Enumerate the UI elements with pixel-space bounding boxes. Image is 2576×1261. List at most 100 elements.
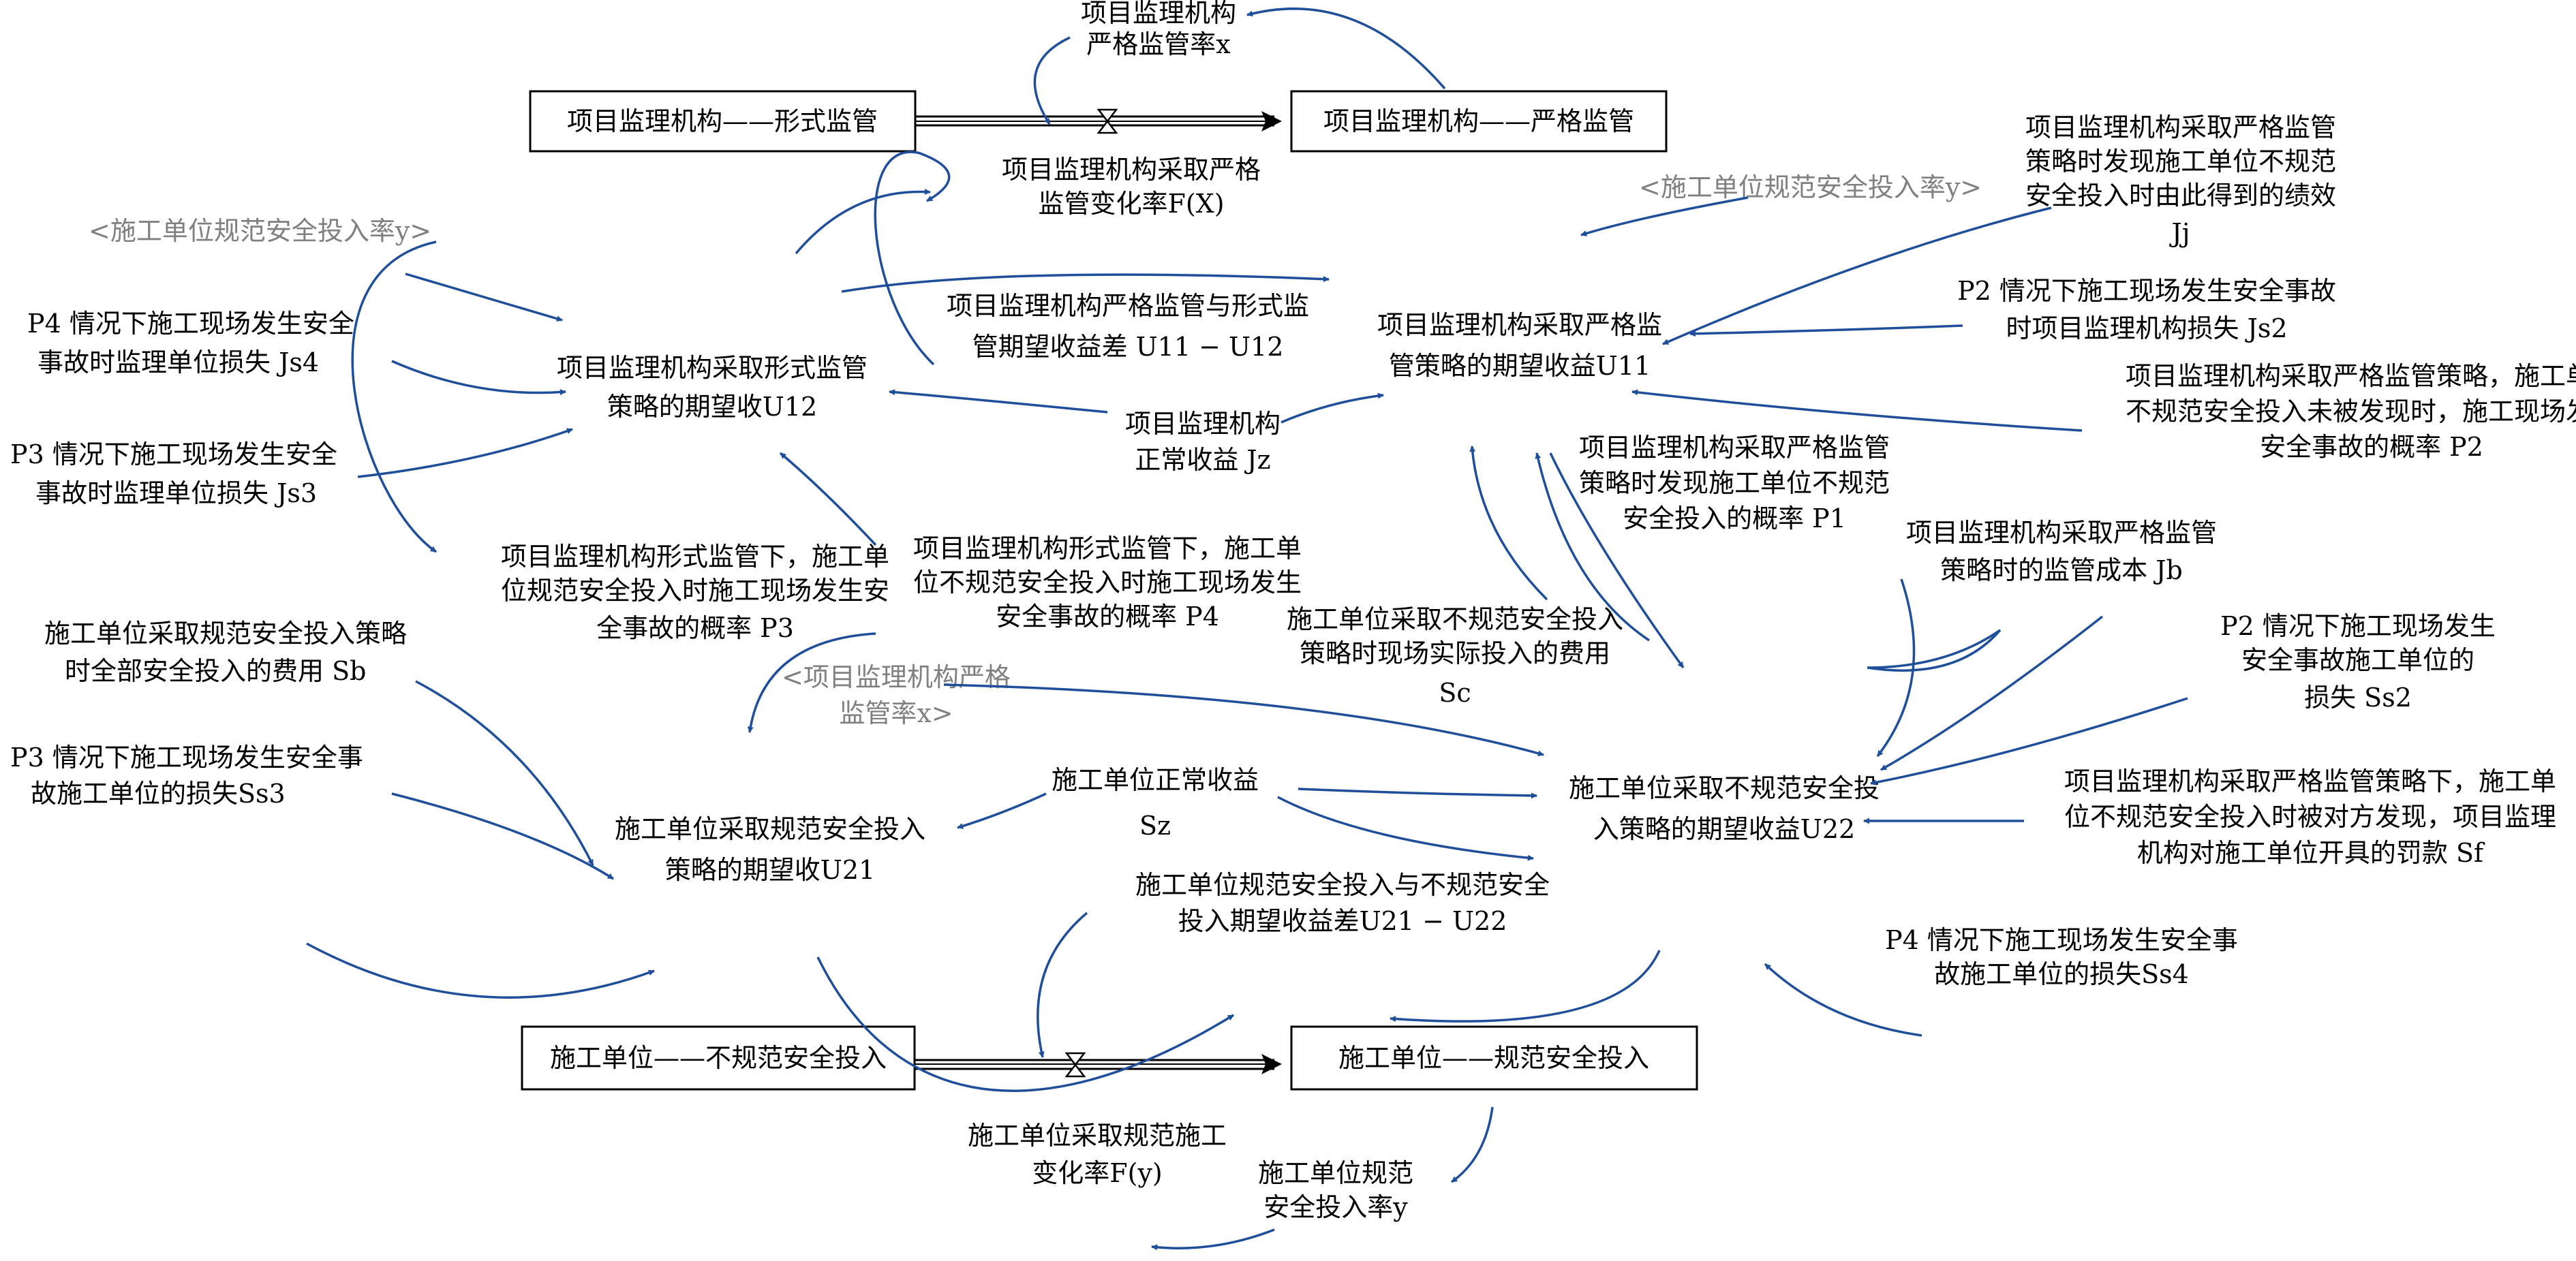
causal-arrows [306, 7, 2188, 1251]
stock-label: 项目监理机构——严格监管 [1323, 106, 1634, 136]
valve-icon [1097, 108, 1118, 134]
arrow-ghostx-to-u22 [943, 683, 1544, 757]
arrow-p1-to-u22 [1549, 452, 1685, 669]
arrow-p2-to-u11 [1631, 389, 2083, 432]
svg-text:事故时监理单位损失 Js4: 事故时监理单位损失 Js4 [37, 347, 319, 377]
svg-text:安全投入时由此得到的绩效: 安全投入时由此得到的绩效 [2025, 181, 2336, 211]
svg-text:Sc: Sc [1439, 678, 1471, 708]
arrow-ghosty-to-u11 [1580, 196, 1749, 236]
stock-label: 施工单位——不规范安全投入 [550, 1043, 887, 1073]
arrow-js2-to-u11 [1689, 324, 1963, 337]
svg-text:项目监理机构采取严格监管: 项目监理机构采取严格监管 [1579, 433, 1890, 463]
ghost-var-y-right: <施工单位规范安全投入率y> [1639, 172, 1982, 202]
svg-text:施工单位采取规范安全投入: 施工单位采取规范安全投入 [615, 814, 925, 844]
svg-text:全事故的概率 P3: 全事故的概率 P3 [596, 613, 794, 643]
svg-text:施工单位采取不规范安全投入: 施工单位采取不规范安全投入 [1287, 604, 1623, 634]
svg-text:投入期望收益差U21 − U22: 投入期望收益差U21 − U22 [1178, 906, 1507, 936]
svg-text:施工单位规范: 施工单位规范 [1258, 1158, 1413, 1188]
svg-text:<施工单位规范安全投入率y>: <施工单位规范安全投入率y> [1639, 172, 1982, 202]
arrow-jb-to-u22 [1876, 578, 1916, 758]
supervision-change-rate: 项目监理机构采取严格 监管变化率F(X) [1002, 155, 1261, 219]
arrow-jz-to-u12 [889, 389, 1108, 414]
svg-text:P2 情况下施工现场发生安全事故: P2 情况下施工现场发生安全事故 [1957, 276, 2336, 306]
svg-text:Sz: Sz [1139, 811, 1171, 841]
arrow-ghosty-loop [351, 240, 437, 553]
svg-text:位不规范安全投入时被对方发现，项目监理: 位不规范安全投入时被对方发现，项目监理 [2064, 802, 2556, 832]
arrow-ss2-to-u22 [1870, 697, 2188, 785]
arrow-sb-to-u21 [415, 680, 594, 866]
arrow-sc-to-u11 [1469, 446, 1548, 601]
arrow-u21-to-rate [816, 956, 1234, 1092]
arrow-strict-to-x [1246, 7, 1446, 90]
svg-text:故施工单位的损失Ss3: 故施工单位的损失Ss3 [31, 779, 286, 809]
svg-text:入策略的期望收益U22: 入策略的期望收益U22 [1593, 814, 1855, 844]
var-p4: 项目监理机构形式监管下，施工单 位不规范安全投入时施工现场发生 安全事故的概率 … [913, 533, 1302, 632]
svg-text:项目监理机构采取严格监: 项目监理机构采取严格监 [1377, 310, 1662, 340]
svg-text:策略的期望收U12: 策略的期望收U12 [607, 392, 817, 422]
arrow-sz-to-diff [1277, 796, 1534, 861]
var-u21: 施工单位采取规范安全投入 策略的期望收U21 [615, 814, 925, 885]
ghost-var-y-left: <施工单位规范安全投入率y> [89, 216, 431, 246]
svg-text:项目监理机构形式监管下，施工单: 项目监理机构形式监管下，施工单 [913, 533, 1302, 563]
arrow-u11-curve [1867, 629, 2002, 672]
svg-text:故施工单位的损失Ss4: 故施工单位的损失Ss4 [1934, 959, 2189, 989]
var-sb: 施工单位采取规范安全投入策略 时全部安全投入的费用 Sb [44, 619, 407, 686]
arrow-sz-to-u21 [957, 792, 1047, 829]
var-jz: 项目监理机构 正常收益 Jz [1125, 409, 1281, 475]
var-js2: P2 情况下施工现场发生安全事故 时项目监理机构损失 Js2 [1957, 276, 2336, 343]
var-ss3: P3 情况下施工现场发生安全事 故施工单位的损失Ss3 [10, 743, 363, 809]
svg-text:施工单位采取不规范安全投: 施工单位采取不规范安全投 [1569, 773, 1880, 803]
stock-construction-regular: 施工单位——规范安全投入 [1290, 1025, 1698, 1091]
var-sz: 施工单位正常收益 Sz [1052, 765, 1259, 841]
svg-text:项目监理机构采取严格: 项目监理机构采取严格 [1002, 155, 1261, 185]
svg-text:P4 情况下施工现场发生安全事: P4 情况下施工现场发生安全事 [1885, 925, 2238, 955]
svg-text:严格监管率x: 严格监管率x [1086, 29, 1230, 59]
arrow-u22-to-rate [1390, 950, 1661, 1023]
svg-text:安全投入率y: 安全投入率y [1263, 1192, 1408, 1222]
svg-text:施工单位采取规范安全投入策略: 施工单位采取规范安全投入策略 [44, 619, 407, 649]
svg-text:变化率F(y): 变化率F(y) [1032, 1158, 1163, 1188]
svg-text:安全投入的概率 P1: 安全投入的概率 P1 [1623, 503, 1846, 533]
arrow-x-to-rate [1033, 36, 1071, 125]
arrow-p1-to-u11 [1535, 452, 1650, 642]
regular-rate-y: 施工单位规范 安全投入率y [1258, 1158, 1413, 1222]
svg-text:机构对施工单位开具的罚款 Sf: 机构对施工单位开具的罚款 Sf [2137, 838, 2485, 868]
construction-change-rate: 施工单位采取规范施工 变化率F(y) [968, 1121, 1227, 1188]
svg-text:管策略的期望收益U11: 管策略的期望收益U11 [1389, 351, 1651, 381]
svg-text:安全事故的概率 P4: 安全事故的概率 P4 [996, 602, 1219, 632]
stock-label: 项目监理机构——形式监管 [567, 106, 878, 136]
arrow-jj-to-u11 [1662, 206, 2052, 345]
svg-text:项目监理机构采取严格监管: 项目监理机构采取严格监管 [1906, 518, 2217, 548]
arrow-ghostx-to-u21 [747, 632, 876, 733]
svg-text:安全事故施工单位的: 安全事故施工单位的 [2241, 645, 2474, 675]
svg-text:项目监理机构形式监管下，施工单: 项目监理机构形式监管下，施工单 [501, 542, 889, 572]
var-p3: 项目监理机构形式监管下，施工单 位规范安全投入时施工现场发生安 全事故的概率 P… [501, 542, 889, 643]
var-u11-minus-u12: 项目监理机构严格监管与形式监 管期望收益差 U11 − U12 [947, 291, 1309, 362]
svg-text:位规范安全投入时施工现场发生安: 位规范安全投入时施工现场发生安 [501, 576, 889, 606]
flow-supervision [915, 108, 1282, 134]
var-jb: 项目监理机构采取严格监管 策略时的监管成本 Jb [1906, 518, 2217, 585]
var-js4: P4 情况下施工现场发生安全 事故时监理单位损失 Js4 [27, 309, 354, 377]
var-js3: P3 情况下施工现场发生安全 事故时监理单位损失 Js3 [10, 439, 337, 508]
var-p1: 项目监理机构采取严格监管 策略时发现施工单位不规范 安全投入的概率 P1 [1579, 433, 1890, 533]
svg-text:Jj: Jj [2168, 218, 2190, 248]
var-sc: 施工单位采取不规范安全投入 策略时现场实际投入的费用 Sc [1287, 604, 1623, 708]
arrow-ghosty-to-u12 [405, 273, 563, 322]
arrow-u12-to-rate [874, 151, 951, 366]
svg-text:管期望收益差 U11 − U12: 管期望收益差 U11 − U12 [972, 332, 1284, 362]
var-sf: 项目监理机构采取严格监管策略下，施工单 位不规范安全投入时被对方发现，项目监理 … [2064, 766, 2556, 868]
svg-text:监管率x>: 监管率x> [839, 698, 953, 728]
arrow-sz-to-u22 [1298, 788, 1537, 799]
stock-supervision-formal: 项目监理机构——形式监管 [529, 90, 917, 153]
ghost-var-x-bottom: <项目监理机构严格 监管率x> [782, 662, 1011, 728]
svg-text:P3 情况下施工现场发生安全: P3 情况下施工现场发生安全 [10, 439, 337, 469]
svg-text:损失 Ss2: 损失 Ss2 [2304, 683, 2412, 713]
var-ss2: P2 情况下施工现场发生 安全事故施工单位的 损失 Ss2 [2220, 611, 2496, 713]
arrow-diff-to-u11 [841, 273, 1330, 293]
svg-text:P4 情况下施工现场发生安全: P4 情况下施工现场发生安全 [27, 309, 354, 339]
svg-text:时全部安全投入的费用 Sb: 时全部安全投入的费用 Sb [65, 656, 366, 686]
svg-text:安全事故的概率 P2: 安全事故的概率 P2 [2260, 432, 2483, 462]
svg-text:项目监理机构采取形式监管: 项目监理机构采取形式监管 [557, 353, 868, 383]
var-p2: 项目监理机构采取严格监管策略，施工单位 不规范安全投入未被发现时，施工现场发生 … [2126, 361, 2576, 462]
